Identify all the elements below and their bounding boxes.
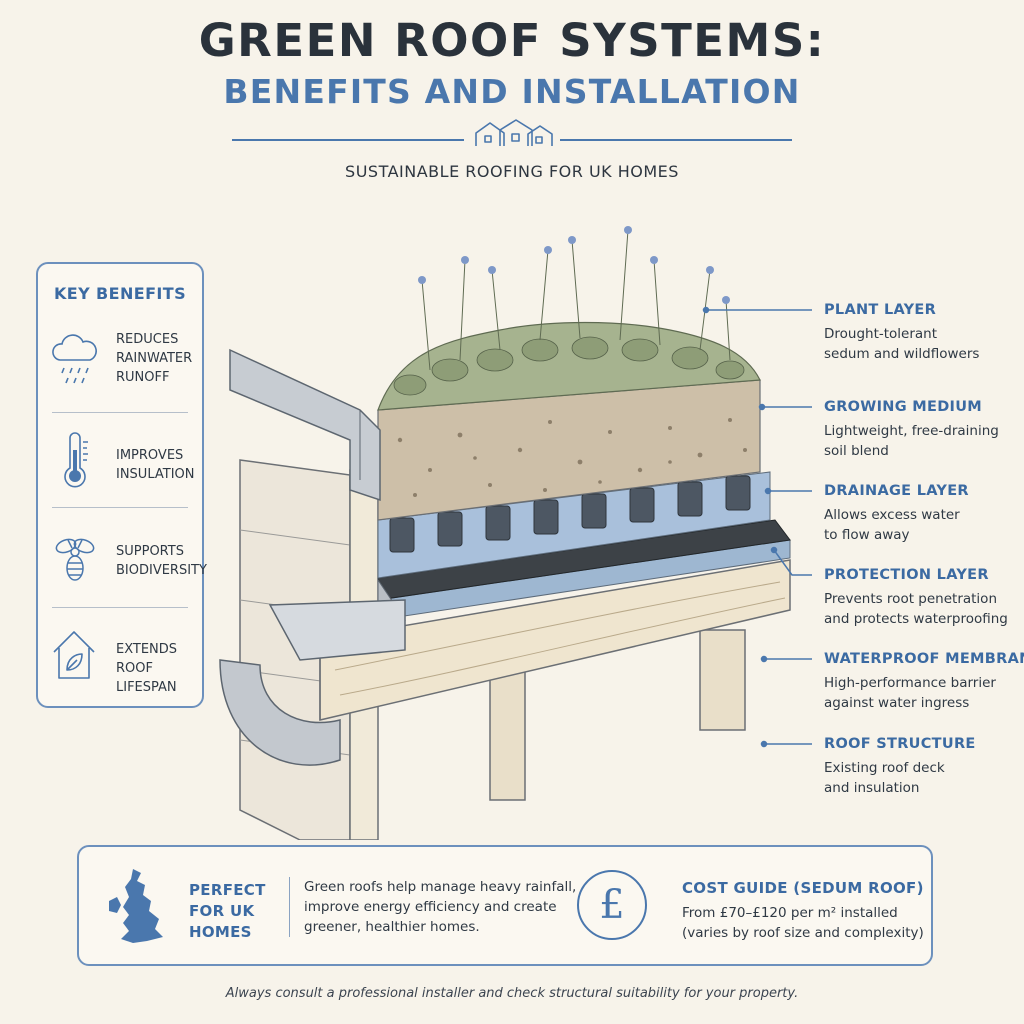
pound-icon: £: [577, 870, 647, 940]
plant-layer: [377, 226, 761, 411]
benefit-item: Supports biodiversity: [46, 532, 207, 622]
layer-description: Prevents root penetration and protects w…: [824, 591, 1008, 627]
layer-label-plant: PLANT LAYER Drought-tolerant sedum and w…: [824, 302, 979, 364]
uk-map-icon: [109, 869, 163, 943]
layer-description: Lightweight, free-draining soil blend: [824, 423, 999, 459]
layer-description: Drought-tolerant sedum and wildflowers: [824, 326, 980, 362]
title-rule-right: [560, 139, 792, 141]
tagline: SUSTAINABLE ROOFING FOR UK HOMES: [345, 162, 679, 181]
benefit-item: Reduces rainwater runoff: [46, 330, 196, 420]
bee-icon: [55, 538, 95, 581]
uk-homes-description: Green roofs help manage heavy rainfall, …: [304, 879, 577, 935]
rain-cloud-icon: [52, 334, 97, 384]
layer-title: DRAINAGE LAYER: [824, 483, 969, 499]
title-rule-left: [232, 139, 464, 141]
benefit-item: Extends roof lifespan: [46, 626, 196, 716]
layer-description: High-performance barrier against water i…: [824, 675, 996, 711]
layer-label-protection: PROTECTION LAYER Prevents root penetrati…: [824, 567, 1008, 629]
benefit-divider: [52, 507, 188, 508]
houses-icon: [475, 119, 553, 146]
key-benefits-title: KEY BENEFITS: [53, 284, 187, 303]
layer-label-drainage: DRAINAGE LAYER Allows excess water to fl…: [824, 483, 969, 545]
layer-label-growing-medium: GROWING MEDIUM Lightweight, free-drainin…: [824, 399, 999, 461]
cost-guide-description: From £70–£120 per m² installed (varies b…: [682, 905, 924, 941]
benefit-item: Improves insulation: [46, 432, 196, 522]
green-roof-cross-section: [219, 226, 791, 840]
layer-title: WATERPROOF MEMBRANE: [824, 651, 1024, 667]
page-subtitle: BENEFITS AND INSTALLATION: [223, 72, 801, 111]
thermometer-icon: [64, 432, 88, 488]
info-panel: PERFECT FOR UK HOMES Green roofs help ma…: [77, 845, 933, 966]
layer-title: PROTECTION LAYER: [824, 567, 989, 583]
layer-title: PLANT LAYER: [824, 302, 937, 318]
benefit-label: Reduces rainwater runoff: [116, 332, 193, 385]
benefit-label: Extends roof lifespan: [116, 642, 178, 695]
callout-leaders: [702, 306, 812, 748]
layer-title: GROWING MEDIUM: [824, 399, 983, 415]
house-leaf-icon: [53, 631, 95, 679]
key-benefits-panel: KEY BENEFITS Reduces rainwater runoff Im…: [36, 262, 207, 708]
layer-description: Allows excess water to flow away: [824, 507, 960, 543]
page-title: GREEN ROOF SYSTEMS:: [198, 14, 826, 67]
gutter: [219, 599, 406, 766]
drainage-layer: [377, 471, 771, 579]
info-panel-divider: [289, 877, 290, 937]
layer-description: Existing roof deck and insulation: [824, 760, 945, 796]
cost-guide-title: COST GUIDE (SEDUM ROOF): [682, 879, 924, 897]
layer-title: ROOF STRUCTURE: [824, 736, 976, 752]
benefit-divider: [52, 412, 188, 413]
footer-disclaimer: Always consult a professional installer …: [225, 986, 799, 1001]
roof-structure-layer: [319, 559, 791, 721]
benefit-divider: [52, 607, 188, 608]
uk-homes-label: PERFECT FOR UK HOMES: [189, 881, 266, 941]
benefit-label: Improves insulation: [116, 448, 195, 482]
layer-label-roof-structure: ROOF STRUCTURE Existing roof deck and in…: [824, 736, 976, 798]
benefit-label: Supports biodiversity: [116, 544, 207, 578]
layer-label-waterproof-membrane: WATERPROOF MEMBRANE High-performance bar…: [824, 651, 1024, 713]
